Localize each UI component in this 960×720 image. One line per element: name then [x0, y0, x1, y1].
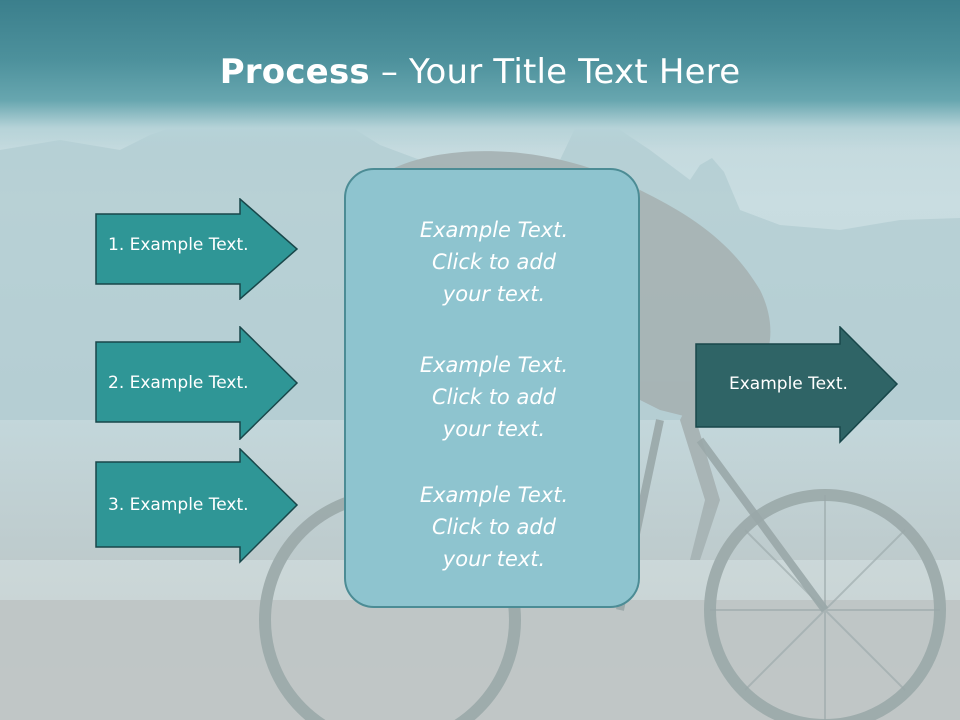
arrow-shape-3	[95, 448, 299, 564]
process-arrow-label: 2. Example Text.	[108, 373, 249, 393]
center-text-line: Example Text.	[419, 483, 569, 507]
arrow-shape-2	[95, 326, 299, 440]
center-text-block-3: Example Text. Click to add your text.	[346, 479, 642, 575]
result-arrow[interactable]: Example Text.	[695, 326, 900, 444]
center-text-line: Click to add	[431, 515, 556, 539]
center-text-line: Example Text.	[419, 353, 569, 377]
result-arrow-label: Example Text.	[729, 374, 848, 394]
process-arrow-3[interactable]: 3. Example Text.	[95, 448, 300, 564]
center-text-line: your text.	[442, 282, 546, 306]
arrow-shape-1	[95, 198, 299, 300]
slide-title[interactable]: Process – Your Title Text Here	[0, 52, 960, 92]
center-text-block-2: Example Text. Click to add your text.	[346, 349, 642, 445]
title-band	[0, 0, 960, 150]
process-arrow-2[interactable]: 2. Example Text.	[95, 326, 300, 440]
center-text-line: Click to add	[431, 385, 556, 409]
process-arrow-label: 1. Example Text.	[108, 235, 249, 255]
title-rest: – Your Title Text Here	[369, 52, 741, 92]
center-text-line: Click to add	[431, 250, 556, 274]
center-text-block-1: Example Text. Click to add your text.	[346, 214, 642, 310]
center-text-box[interactable]: Example Text. Click to add your text. Ex…	[344, 168, 640, 608]
center-text-line: Example Text.	[419, 218, 569, 242]
center-text-line: your text.	[442, 417, 546, 441]
center-text-line: your text.	[442, 547, 546, 571]
result-arrow-shape	[695, 326, 899, 444]
process-arrow-1[interactable]: 1. Example Text.	[95, 198, 300, 300]
process-arrow-label: 3. Example Text.	[108, 495, 249, 515]
title-bold: Process	[219, 52, 370, 92]
